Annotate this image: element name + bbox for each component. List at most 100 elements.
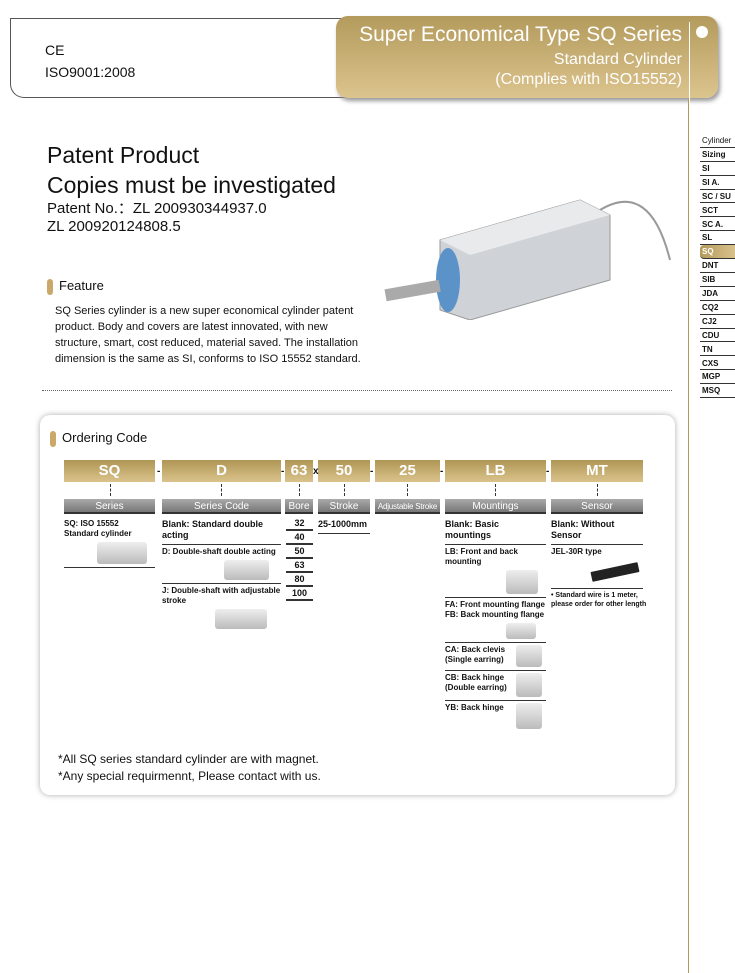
page-subtitle-2: (Complies with ISO15552) [495, 71, 682, 88]
header-mountings: Mountings [445, 499, 546, 514]
separator: - [546, 466, 550, 477]
sidebar-item-sc-su[interactable]: SC / SU [700, 190, 735, 204]
mounting-text: FB: Back mounting flange [445, 610, 545, 619]
code-bore: 63 [285, 460, 313, 482]
separator: - [370, 466, 374, 477]
cylinder-product-image [384, 199, 671, 320]
sidebar-item-cxs[interactable]: CXS [700, 357, 735, 371]
series-option: SQ: ISO 15552 Standard cylinder [64, 517, 155, 568]
bracket-image [506, 570, 538, 594]
bore-option: 32 [286, 517, 313, 531]
sidebar-item-cq2[interactable]: CQ2 [700, 301, 735, 315]
header-series-code: Series Code [162, 499, 281, 514]
iso-cert: ISO9001:2008 [45, 64, 136, 80]
mounting-text: CB: Back hinge (Double earring) [445, 673, 507, 692]
series-code-text: J: Double-shaft with adjustable stroke [162, 586, 281, 605]
sidebar-item-mgp[interactable]: MGP [700, 370, 735, 385]
sidebar-item-sq[interactable]: SQ [700, 245, 735, 260]
header-bore: Bore [285, 499, 313, 514]
patent-number-2: ZL 200920124808.5 [47, 218, 181, 235]
tag-icon [50, 430, 56, 447]
sensor-column: Blank: Without Sensor JEL-30R type • Sta… [551, 517, 646, 612]
code-series: SQ [64, 460, 155, 482]
mounting-option: YB: Back hinge [445, 701, 546, 732]
feature-text: SQ Series cylinder is a new super econom… [55, 305, 361, 365]
sidebar-item-sib[interactable]: SIB [700, 273, 735, 287]
sensor-image [590, 562, 640, 582]
separator: - [157, 466, 161, 477]
page-subtitle: Standard Cylinder [553, 51, 682, 68]
ordering-title: Ordering Code [62, 430, 148, 445]
mounting-option: Blank: Basic mountings [445, 517, 546, 545]
sidebar-item-si-a-[interactable]: SI A. [700, 176, 735, 190]
page-edge-line [688, 98, 689, 973]
series-code-text: D: Double-shaft double acting [162, 547, 276, 556]
sidebar-item-dnt[interactable]: DNT [700, 259, 735, 273]
note-contact: *Any special requirmennt, Please contact… [58, 769, 321, 783]
page-title: Super Economical Type SQ Series [359, 23, 682, 46]
bore-option: 50 [286, 545, 313, 559]
sidebar-item-msq[interactable]: MSQ [700, 384, 735, 399]
flange-image [506, 623, 536, 639]
series-code-option: Blank: Standard double acting [162, 517, 281, 545]
patent-section: Patent Product Copies must be investigat… [47, 140, 336, 236]
clevis-image [516, 645, 542, 667]
sidebar-item-cj2[interactable]: CJ2 [700, 315, 735, 329]
sensor-option: Blank: Without Sensor [551, 517, 643, 545]
sidebar-item-sc-a-[interactable]: SC A. [700, 218, 735, 232]
header-adjustable-stroke: Adjustable Stroke [375, 499, 440, 514]
sidebar-item-jda[interactable]: JDA [700, 287, 735, 301]
sidebar-item-sl[interactable]: SL [700, 231, 735, 246]
note-magnet: *All SQ series standard cylinder are wit… [58, 752, 319, 766]
header-sensor: Sensor [551, 499, 643, 514]
sidebar-heading: Cylinder [700, 134, 735, 148]
mounting-option: CB: Back hinge (Double earring) [445, 671, 546, 701]
sidebar-item-sizing[interactable]: Sizing [700, 148, 735, 162]
bore-option: 100 [286, 587, 313, 601]
mounting-text: YB: Back hinge [445, 703, 504, 712]
bore-option: 80 [286, 573, 313, 587]
mounting-text: LB: Front and back mounting [445, 547, 518, 566]
cylinder-image [215, 609, 267, 629]
series-code-column: Blank: Standard double acting D: Double-… [162, 517, 281, 632]
code-stroke: 50 [318, 460, 370, 482]
certification-box: CE ISO9001:2008 [10, 18, 350, 98]
bore-column: 32 40 50 63 80 100 [286, 517, 313, 601]
separator: - [440, 466, 444, 477]
code-series-code: D [162, 460, 281, 482]
mounting-text: FA: Front mounting flange [445, 600, 545, 609]
title-banner: Super Economical Type SQ Series Standard… [336, 16, 718, 110]
mounting-option: FA: Front mounting flange FB: Back mount… [445, 598, 546, 643]
dot-icon [696, 26, 708, 38]
sidebar-item-tn[interactable]: TN [700, 343, 735, 357]
series-code-option: J: Double-shaft with adjustable stroke [162, 584, 281, 632]
ce-mark: CE [45, 42, 65, 58]
arrow-icon [110, 484, 111, 496]
arrow-icon [597, 484, 598, 496]
series-column: SQ: ISO 15552 Standard cylinder [64, 517, 155, 568]
patent-heading-2: Copies must be investigated [47, 172, 336, 198]
bore-option: 40 [286, 531, 313, 545]
cylinder-image [224, 560, 269, 580]
tag-icon [47, 278, 53, 295]
hinge-image [516, 673, 542, 697]
patent-number: Patent No.：ZL 200930344937.0 [47, 200, 267, 217]
cylinder-image [97, 542, 147, 564]
stroke-option: 25-1000mm [318, 517, 370, 534]
bore-option: 63 [286, 559, 313, 573]
code-adjustable-stroke: 25 [375, 460, 440, 482]
sidebar-item-sct[interactable]: SCT [700, 204, 735, 218]
sidebar-item-cdu[interactable]: CDU [700, 329, 735, 343]
hinge-image [516, 703, 542, 729]
series-text: SQ: ISO 15552 Standard cylinder [64, 519, 132, 538]
header-stroke: Stroke [318, 499, 370, 514]
separator: - [281, 466, 285, 477]
sidebar-item-si[interactable]: SI [700, 162, 735, 176]
series-code-option: D: Double-shaft double acting [162, 545, 281, 584]
sensor-option: JEL-30R type [551, 545, 643, 589]
patent-heading: Patent Product [47, 142, 200, 168]
header-series: Series [64, 499, 155, 514]
code-sensor: MT [551, 460, 643, 482]
arrow-icon [495, 484, 496, 496]
arrow-icon [407, 484, 408, 496]
